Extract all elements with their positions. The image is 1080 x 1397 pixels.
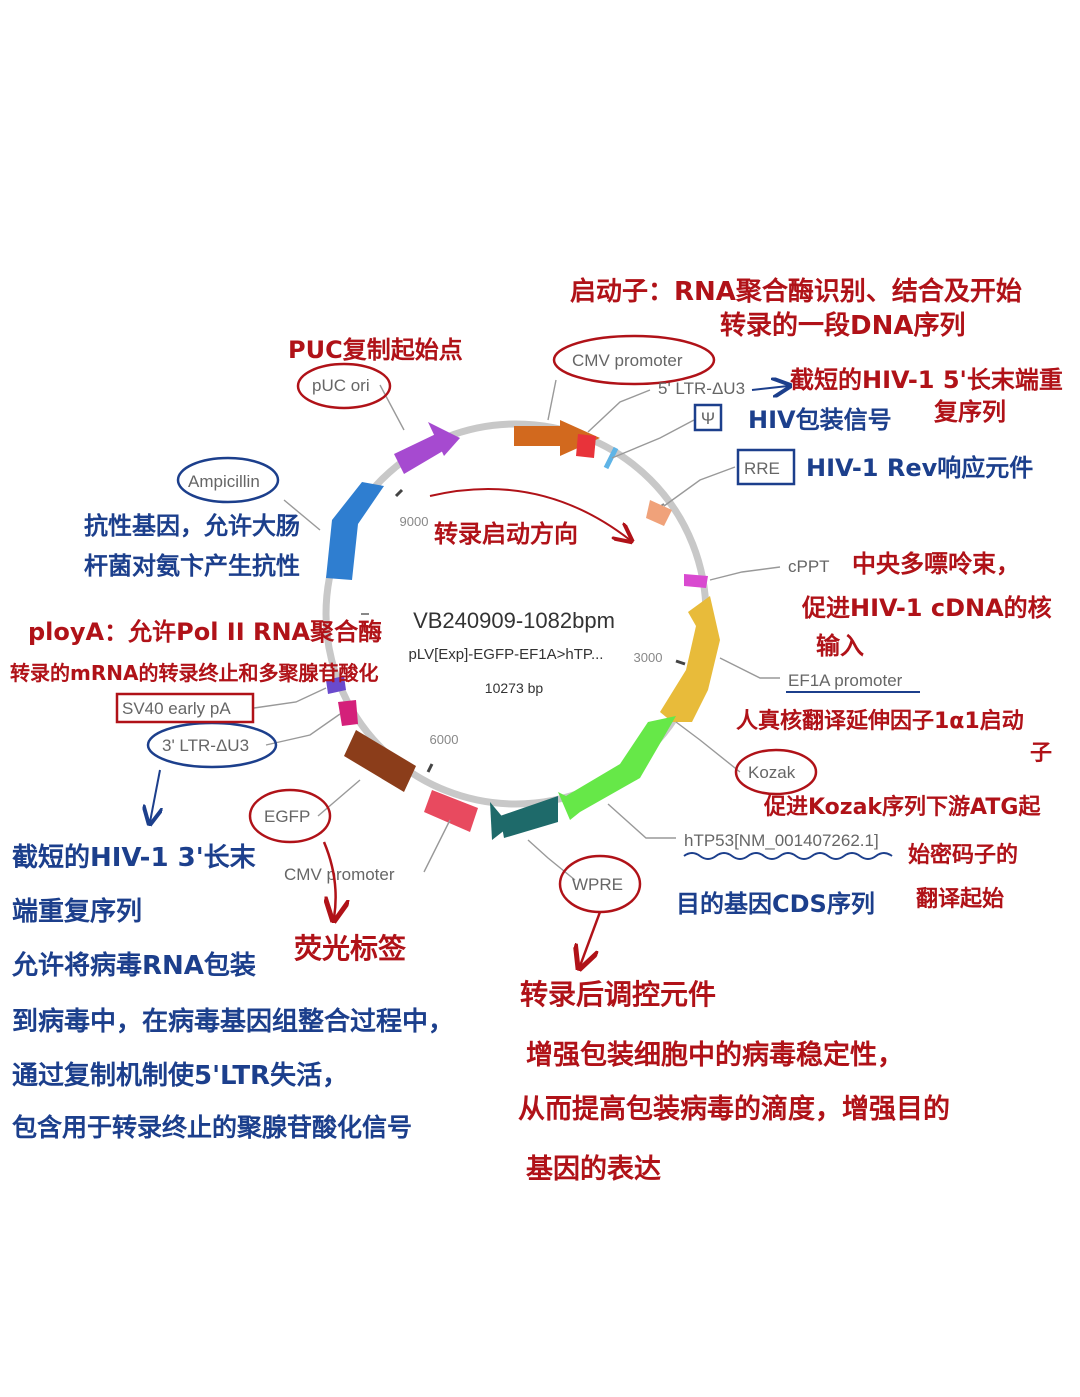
psi-feature[interactable] [603,446,619,470]
puc-ori-arrowhead [428,422,460,456]
puc-ori-feature[interactable] [394,432,448,474]
arrow-ltr3 [150,769,160,822]
note-cds: 目的基因CDS序列 [676,890,875,918]
label-ampicillin: Ampicillin [188,472,260,491]
label-ltr3: 3' LTR-ΔU3 [162,736,249,755]
tick-mark [426,763,434,773]
plasmid-description: pLV[Exp]-EGFP-EF1A>hTP... [409,646,604,663]
arrow-egfp [324,841,336,918]
note-ltr3-4: 到病毒中，在病毒基因组整合过程中， [12,1006,454,1037]
box-mark-sv40 [115,692,255,724]
note-ltr3-1: 截短的HIV-1 3'长末 [12,842,257,873]
note-egfp: 荧光标签 [294,932,406,965]
leader-lines [253,379,781,881]
arrow-direction [429,487,630,540]
label-rre: RRE [744,459,780,478]
ef1a-promoter-feature[interactable] [660,596,720,722]
note-puc: PUC复制起始点 [288,336,463,364]
ampicillin-feature[interactable] [326,482,384,580]
note-amp-2: 杆菌对氨卞产生抗性 [84,552,300,580]
tick-label-3000: 3000 [634,650,663,665]
label-sv40: SV40 early pA [122,699,231,718]
circle-mark-cmv [552,334,716,386]
ltr5-feature[interactable] [576,434,596,458]
label-psi: Ψ [701,409,715,428]
circle-mark-puc [296,362,392,410]
note-ltr5-2: 复序列 [933,398,1006,426]
plasmid-size: 10273 bp [485,680,544,696]
note-wpre-3: 从而提高包装病毒的滴度，增强目的 [518,1093,950,1125]
label-cppt: cPPT [788,557,830,576]
note-wpre-4: 基因的表达 [526,1153,661,1185]
box-mark-psi [693,403,723,432]
cmv-promoter-feature[interactable] [514,426,560,446]
tick-label-9000: 9000 [400,514,429,529]
htp53-feature[interactable] [558,716,676,820]
note-direction: 转录启动方向 [434,520,578,548]
note-ef1a-1: 人真核翻译延伸因子1α1启动 [736,708,1024,734]
note-cppt-1: 中央多嘌呤束， [852,550,1020,578]
label-ltr5: 5' LTR-ΔU3 [658,379,745,398]
box-mark-rre [736,448,796,486]
note-ltr3-6: 包含用于转录终止的聚腺苷酸化信号 [12,1113,412,1142]
label-kozak: Kozak [748,763,796,782]
note-ltr3-2: 端重复序列 [12,896,142,927]
arrow-wpre [580,911,602,966]
label-egfp: EGFP [264,807,310,826]
egfp-feature[interactable] [344,730,416,792]
tick-mark [394,488,404,498]
note-kozak-3: 翻译起始 [916,886,1004,912]
note-ltr3-3: 允许将病毒RNA包装 [11,950,256,981]
note-kozak-1: 促进Kozak序列下游ATG起 [763,794,1041,820]
label-htp53: hTP53[NM_001407262.1] [684,831,879,850]
sv40-feature[interactable] [326,676,346,694]
note-wpre-1: 转录后调控元件 [520,978,716,1011]
label-wpre: WPRE [572,875,623,894]
tick-mark [675,659,686,666]
note-psi: HIV包装信号 [748,406,892,434]
note-promoter-1: 启动子：RNA聚合酶识别、结合及开始 [570,276,1022,307]
circle-mark-kozak [734,748,818,796]
note-cppt-2: 促进HIV-1 cDNA的核 [801,594,1052,622]
note-promoter-2: 转录的一段DNA序列 [720,310,965,341]
label-cmv-promoter-top: CMV promoter [572,351,683,370]
tick-label-6000: 6000 [430,732,459,747]
label-puc-ori: pUC ori [312,376,370,395]
label-cmv-promoter-bottom: CMV promoter [284,865,395,884]
wpre-arrowhead [490,802,510,840]
note-ltr3-5: 通过复制机制使5'LTR失活， [12,1061,348,1091]
circle-mark-ampicillin [176,456,280,504]
ltr3-feature[interactable] [338,700,358,726]
note-polya-1: ployA：允许Pol II RNA聚合酶 [28,618,382,646]
note-ef1a-2: 子 [1030,741,1052,766]
note-cppt-3: 输入 [816,632,864,660]
note-rre: HIV-1 Rev响应元件 [806,454,1033,482]
cmv-promoter-2-feature[interactable] [424,790,478,832]
rre-feature[interactable] [646,500,672,526]
note-wpre-2: 增强包装细胞中的病毒稳定性， [526,1039,904,1071]
note-amp-1: 抗性基因，允许大肠 [84,512,300,540]
wavy-underline-htp53 [683,852,893,860]
note-polya-2: 转录的mRNA的转录终止和多聚腺苷酸化 [10,661,378,685]
plasmid-name: VB240909-1082bpm [413,608,615,633]
label-ef1a: EF1A promoter [788,671,903,690]
cppt-feature[interactable] [684,574,708,588]
note-kozak-2: 始密码子的 [908,842,1018,868]
note-ltr5: 截短的HIV-1 5'长末端重 [790,366,1063,394]
circle-mark-egfp [248,788,332,844]
arrow-ltr5 [751,386,788,390]
wpre-feature[interactable] [500,796,558,838]
